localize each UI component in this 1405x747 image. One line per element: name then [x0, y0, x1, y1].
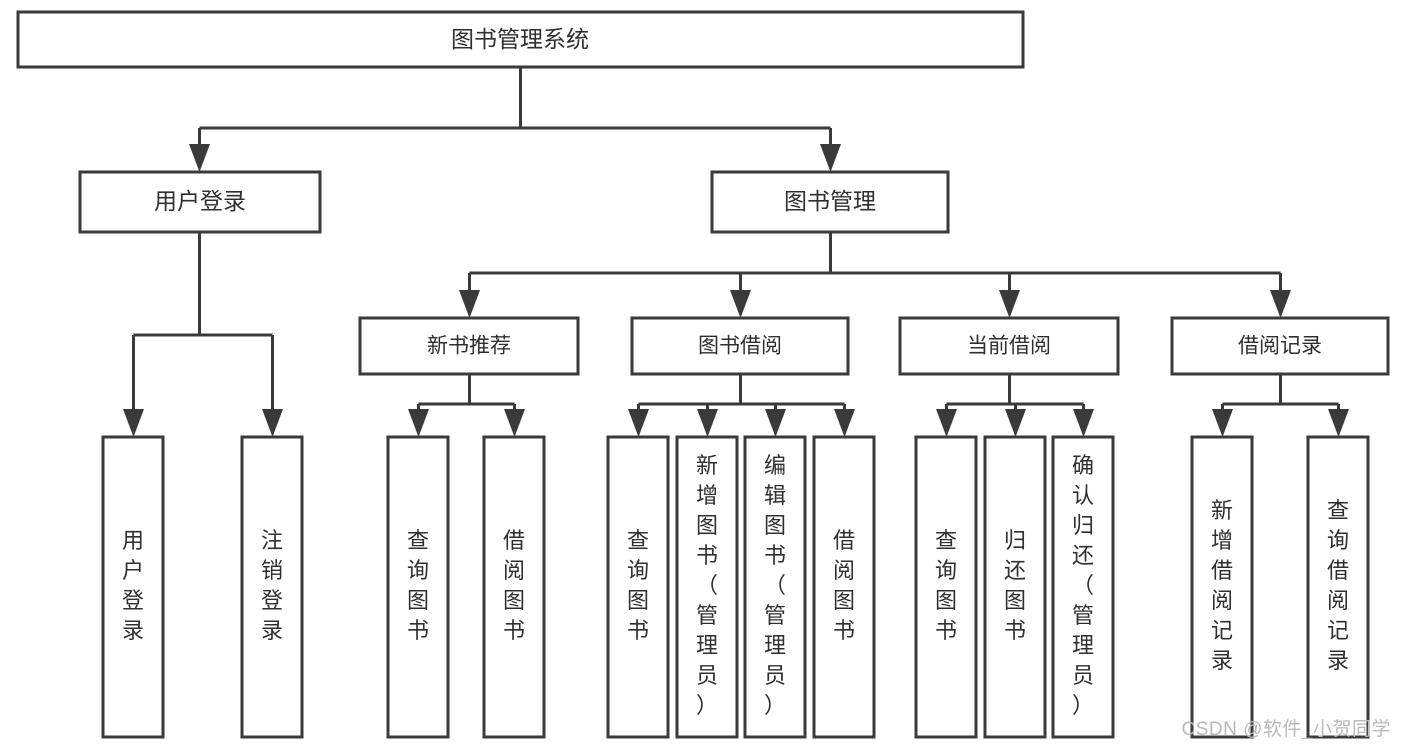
- arrow-to-leaf-borrow-book-1: [504, 409, 525, 437]
- root-box[interactable]: [16, 10, 1025, 69]
- new-book-recommend-label: 新书推荐: [427, 335, 511, 358]
- leaf-box[interactable]: [386, 435, 450, 739]
- leaf-user-login[interactable]: 用户登录: [101, 435, 165, 739]
- leaf-label: 新增图书（管理员）: [696, 453, 718, 718]
- borrow-record-box[interactable]: [1170, 316, 1390, 376]
- leaf-box[interactable]: [1306, 435, 1370, 739]
- arrow-to-leaf-user-login: [123, 409, 144, 437]
- arrow-to-new-book-recommend: [459, 290, 480, 318]
- leaf-add-book[interactable]: 新增图书（管理员）: [675, 435, 739, 739]
- arrow-to-leaf-return-book: [1005, 409, 1026, 437]
- leaf-label: 确认归还（管理员）: [1072, 453, 1094, 718]
- leaf-label: 注销登录: [261, 528, 283, 643]
- node-current-borrow[interactable]: 当前借阅: [898, 316, 1120, 376]
- leaf-label: 查询图书: [627, 528, 649, 643]
- leaf-query-book-borrow[interactable]: 查询图书: [606, 435, 670, 739]
- arrow-to-leaf-logout: [262, 409, 283, 437]
- node-borrow-record[interactable]: 借阅记录: [1170, 316, 1390, 376]
- borrow-record-label: 借阅记录: [1238, 335, 1322, 358]
- leaf-box[interactable]: [101, 435, 165, 739]
- arrow-to-leaf-add-record: [1212, 409, 1233, 437]
- leaf-label: 借阅图书: [503, 528, 525, 643]
- arrow-to-current-borrow: [999, 290, 1020, 318]
- arrow-to-leaf-confirm-return: [1073, 409, 1094, 437]
- book-borrow-label: 图书借阅: [698, 335, 782, 358]
- book-borrow-box[interactable]: [630, 316, 850, 376]
- new-book-recommend-box[interactable]: [358, 316, 580, 376]
- arrow-to-leaf-borrow-book-2: [834, 409, 855, 437]
- leaf-query-book-current[interactable]: 查询图书: [914, 435, 978, 739]
- node-root[interactable]: 图书管理系统: [16, 10, 1025, 69]
- leaf-edit-book[interactable]: 编辑图书（管理员）: [743, 435, 807, 739]
- leaf-box[interactable]: [482, 435, 546, 739]
- user-login-box[interactable]: [78, 170, 322, 234]
- arrow-to-book-manage: [820, 144, 841, 172]
- arrow-to-leaf-query-record: [1328, 409, 1349, 437]
- leaf-label: 编辑图书（管理员）: [764, 453, 786, 718]
- arrow-to-user-login: [189, 144, 210, 172]
- current-borrow-box[interactable]: [898, 316, 1120, 376]
- arrow-to-leaf-edit-book: [765, 409, 786, 437]
- leaf-borrow-book[interactable]: 借阅图书: [812, 435, 876, 739]
- arrow-to-borrow-record: [1270, 290, 1291, 318]
- current-borrow-label: 当前借阅: [967, 335, 1051, 358]
- leaf-add-borrow-record[interactable]: 新增借阅记录: [1190, 435, 1254, 739]
- leaf-label: 新增借阅记录: [1211, 498, 1233, 673]
- leaf-nodes-group: 用户登录 注销登录 查询图书 借阅图书 查询图书 新增图书（管理员）: [101, 435, 1370, 739]
- connectors-group: [123, 67, 1349, 437]
- leaf-label: 借阅图书: [833, 528, 855, 643]
- leaf-label: 用户登录: [122, 528, 144, 643]
- leaf-return-book[interactable]: 归还图书: [983, 435, 1047, 739]
- leaf-label: 查询图书: [407, 528, 429, 643]
- leaf-box[interactable]: [743, 435, 807, 739]
- node-new-book-recommend[interactable]: 新书推荐: [358, 316, 580, 376]
- node-book-manage[interactable]: 图书管理: [710, 170, 950, 234]
- node-book-borrow[interactable]: 图书借阅: [630, 316, 850, 376]
- leaf-box[interactable]: [1051, 435, 1115, 739]
- leaf-box[interactable]: [675, 435, 739, 739]
- node-user-login[interactable]: 用户登录: [78, 170, 322, 234]
- leaf-query-book-recommend[interactable]: 查询图书: [386, 435, 450, 739]
- leaf-label: 查询借阅记录: [1327, 498, 1349, 673]
- leaf-box[interactable]: [914, 435, 978, 739]
- book-manage-box[interactable]: [710, 170, 950, 234]
- leaf-query-borrow-record[interactable]: 查询借阅记录: [1306, 435, 1370, 739]
- arrow-to-leaf-add-book: [697, 409, 718, 437]
- leaf-box[interactable]: [812, 435, 876, 739]
- leaf-label: 查询图书: [935, 528, 957, 643]
- leaf-box[interactable]: [606, 435, 670, 739]
- watermark-text: CSDN @软件_小贺同学: [1181, 719, 1391, 740]
- leaf-logout[interactable]: 注销登录: [240, 435, 304, 739]
- leaf-box[interactable]: [1190, 435, 1254, 739]
- arrow-to-leaf-query-book-1: [408, 409, 429, 437]
- book-manage-label: 图书管理: [784, 188, 876, 214]
- leaf-box[interactable]: [983, 435, 1047, 739]
- leaf-borrow-book-recommend[interactable]: 借阅图书: [482, 435, 546, 739]
- arrow-to-leaf-query-book-3: [936, 409, 957, 437]
- user-login-label: 用户登录: [154, 188, 246, 214]
- root-label: 图书管理系统: [451, 26, 589, 52]
- leaf-confirm-return[interactable]: 确认归还（管理员）: [1051, 435, 1115, 739]
- arrow-to-leaf-query-book-2: [628, 409, 649, 437]
- leaf-box[interactable]: [240, 435, 304, 739]
- leaf-label: 归还图书: [1004, 528, 1026, 643]
- arrow-to-book-borrow: [730, 290, 751, 318]
